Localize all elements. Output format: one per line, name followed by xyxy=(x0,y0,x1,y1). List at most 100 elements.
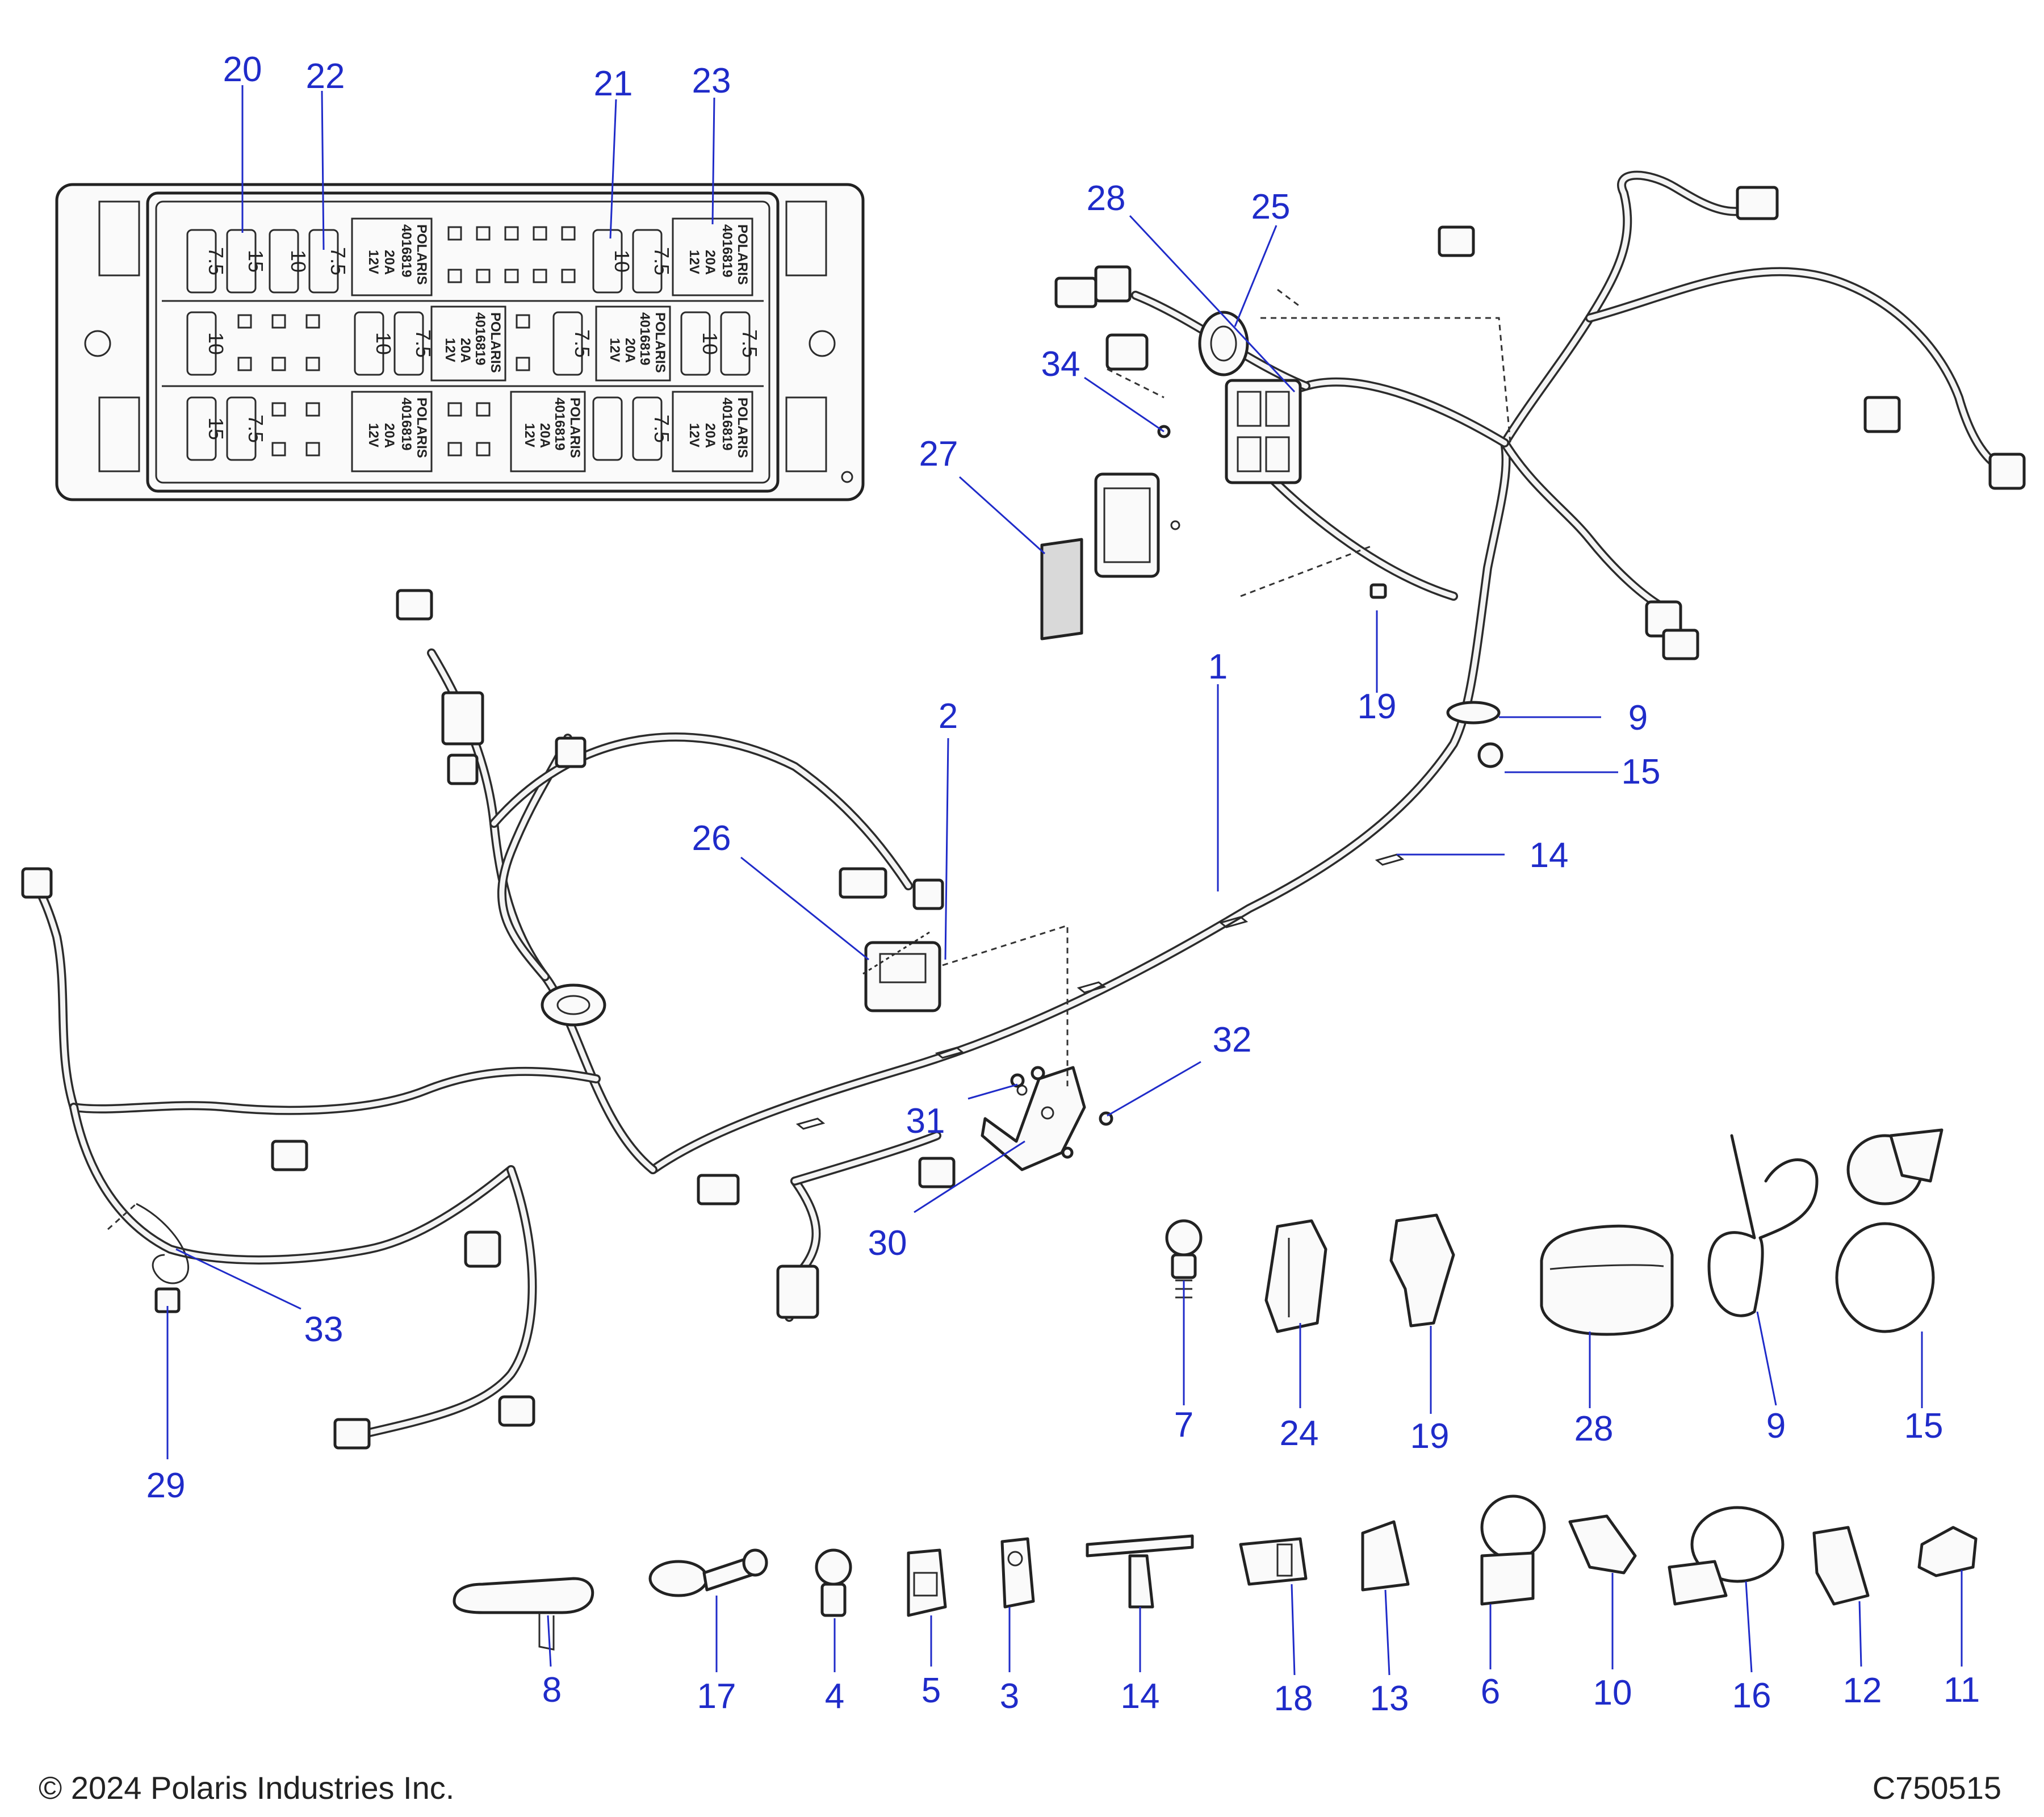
fuse-rating: 10 xyxy=(372,332,395,355)
relay-brand: POLARIS xyxy=(567,397,583,458)
clip-14-part xyxy=(1086,1534,1194,1609)
fasteners xyxy=(1010,425,1387,1159)
callout-22: 22 xyxy=(306,57,345,96)
callout-31: 31 xyxy=(906,1102,945,1141)
callout-28b: 28 xyxy=(1574,1409,1614,1448)
callout-7: 7 xyxy=(1174,1405,1193,1445)
relay-amperage: 20A xyxy=(537,423,552,448)
callout-30: 30 xyxy=(868,1224,907,1263)
relay: POLARIS 4016819 12V 20A xyxy=(672,217,753,296)
callout-29: 29 xyxy=(146,1466,186,1505)
fuse: 10 xyxy=(592,229,634,294)
relay-amperage: 20A xyxy=(622,338,638,363)
fuse: 7.5 xyxy=(552,311,594,376)
callout-33: 33 xyxy=(304,1310,344,1349)
relay: POLARIS 4016819 12V 20A xyxy=(595,305,671,382)
relay-part: 4016819 xyxy=(399,397,414,450)
fuse-rating: 15 xyxy=(244,250,267,273)
callout-24: 24 xyxy=(1280,1414,1319,1453)
callout-labels: 20 22 21 23 28 25 34 27 19 1 9 15 2 26 1… xyxy=(146,50,1980,1718)
stud-clip-4 xyxy=(815,1548,852,1617)
relay: POLARIS 4016819 12V 20A xyxy=(672,391,753,472)
power-distribution-module xyxy=(1225,379,1302,484)
copyright-notice: © 2024 Polaris Industries Inc. xyxy=(39,1770,454,1806)
relay-amperage: 20A xyxy=(702,423,718,448)
relay-brand: POLARIS xyxy=(735,224,750,285)
harness-connectors xyxy=(21,186,2026,1450)
fuse-box-label-27 xyxy=(1040,538,1083,640)
relay-amperage: 20A xyxy=(382,250,397,275)
relay-amperage: 20A xyxy=(382,423,397,448)
callout-10: 10 xyxy=(1593,1673,1632,1713)
drawing-id: C750515 xyxy=(1873,1770,2001,1806)
callout-20: 20 xyxy=(223,50,262,89)
clip-15-part xyxy=(1835,1128,1944,1333)
grommet-25 xyxy=(1198,311,1249,376)
relay: POLARIS 4016819 12V 20A xyxy=(351,217,433,296)
callout-32: 32 xyxy=(1213,1020,1252,1060)
clip-6 xyxy=(1480,1494,1546,1606)
callout-5: 5 xyxy=(922,1671,941,1710)
callout-19b: 19 xyxy=(1410,1417,1450,1456)
leader-lines xyxy=(166,85,1963,1676)
bracket-30 xyxy=(981,1066,1086,1171)
relay-part: 4016819 xyxy=(719,224,735,277)
fuse: 7.5 xyxy=(632,396,673,461)
sleeve-28 xyxy=(1540,1224,1674,1336)
callout-1: 1 xyxy=(1208,647,1228,686)
relay-part: 4016819 xyxy=(552,397,567,450)
clip-13 xyxy=(1361,1520,1410,1592)
fuse-rating: 10 xyxy=(204,332,228,355)
callout-21: 21 xyxy=(594,64,633,103)
fuse: 7.5 xyxy=(720,311,761,376)
clip-15 xyxy=(1477,742,1503,768)
callout-34: 34 xyxy=(1041,345,1080,384)
callout-11: 11 xyxy=(1944,1671,1980,1710)
clip-16 xyxy=(1668,1506,1785,1606)
fuse: 10 xyxy=(269,229,310,294)
cable-tie-9 xyxy=(1446,701,1501,725)
callout-12: 12 xyxy=(1843,1671,1882,1710)
fuse-box-cover xyxy=(1094,472,1180,578)
relay-brand: POLARIS xyxy=(414,224,429,285)
clip-3 xyxy=(1000,1537,1035,1609)
callout-15b: 15 xyxy=(1904,1406,1944,1446)
callout-8: 8 xyxy=(542,1671,562,1710)
fuse: 7.5 xyxy=(186,229,228,294)
relay-voltage: 12V xyxy=(366,423,381,447)
fuse: 7.5 xyxy=(308,229,350,294)
callout-17: 17 xyxy=(697,1677,736,1716)
relay-voltage: 12V xyxy=(522,423,537,447)
fuse-rating: 7.5 xyxy=(650,415,673,443)
callout-9b: 9 xyxy=(1766,1406,1786,1446)
fuse-rating: 7.5 xyxy=(738,329,761,358)
callout-25: 25 xyxy=(1251,187,1291,227)
fuse-rating: 15 xyxy=(204,417,228,440)
fuse-rating: 10 xyxy=(287,250,310,273)
boot-19 xyxy=(1389,1213,1455,1328)
relay: POLARIS 4016819 12V 20A xyxy=(510,391,586,472)
callout-13: 13 xyxy=(1370,1679,1409,1718)
fuse-rating: 10 xyxy=(698,332,722,355)
fuse-rating: 7.5 xyxy=(244,415,267,443)
fuse-rating: 7.5 xyxy=(571,329,594,358)
callout-4: 4 xyxy=(825,1677,844,1716)
clip-10 xyxy=(1568,1514,1637,1575)
clip-11 xyxy=(1917,1526,1978,1577)
callout-28: 28 xyxy=(1087,179,1126,218)
relay-part: 4016819 xyxy=(719,397,735,450)
fuse-rating: 10 xyxy=(610,250,634,273)
fuse-rating: 7.5 xyxy=(326,247,350,275)
trunk-clips-14 xyxy=(795,853,1405,1130)
fuse-rating: 7.5 xyxy=(650,247,673,275)
callout-15: 15 xyxy=(1622,752,1661,792)
callout-14b: 14 xyxy=(1121,1677,1160,1716)
fuse: 10 xyxy=(680,311,722,376)
relay-part: 4016819 xyxy=(399,224,414,277)
fuse: 15 xyxy=(186,396,228,461)
cable-tie-9-part xyxy=(1707,1134,1819,1317)
callout-14: 14 xyxy=(1530,836,1569,875)
relay-voltage: 12V xyxy=(686,423,702,447)
clip-18 xyxy=(1239,1537,1308,1586)
